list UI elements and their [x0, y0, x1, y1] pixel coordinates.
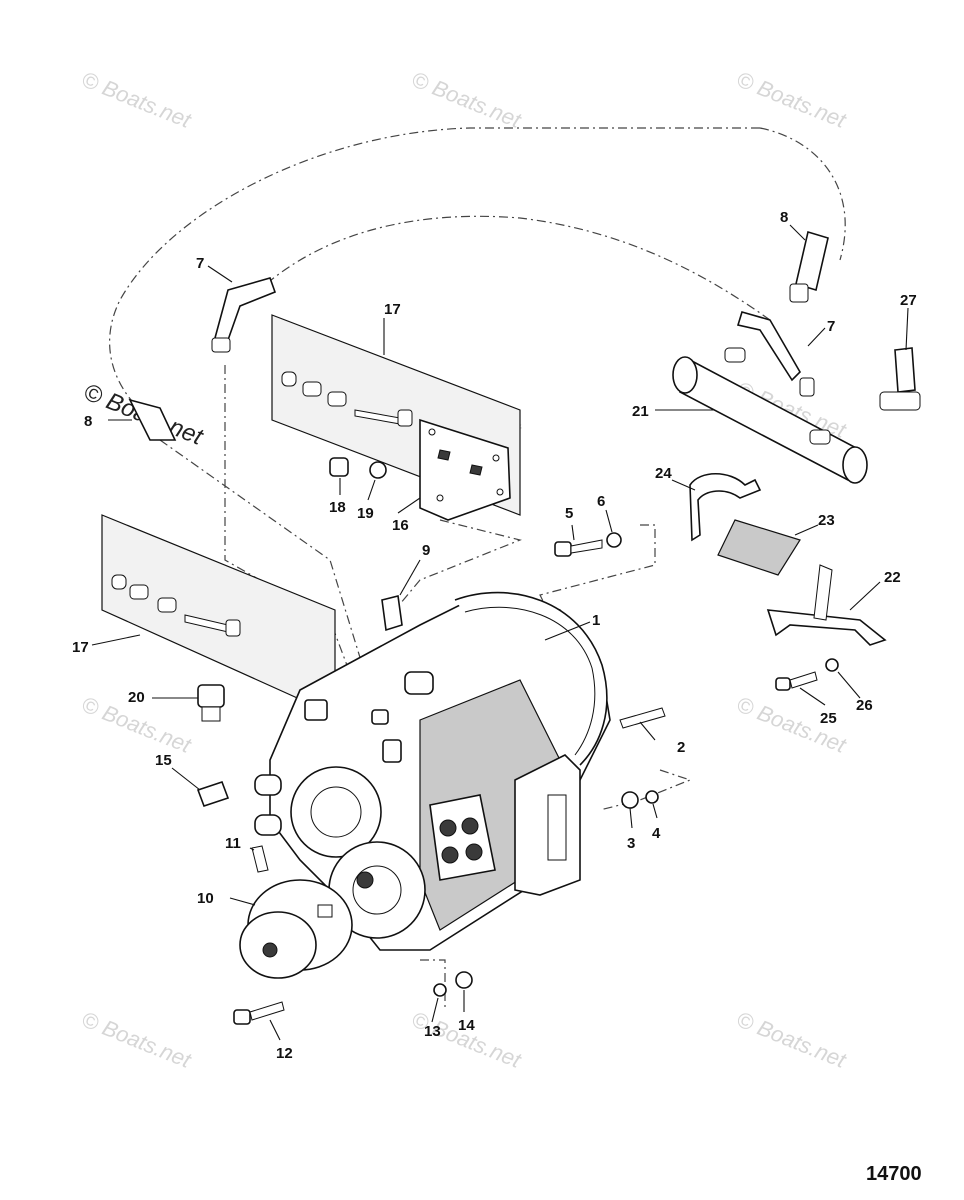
callout-19: 19	[357, 505, 374, 522]
callout-11: 11	[225, 835, 241, 852]
output-coupler	[239, 879, 353, 979]
callout-12: 12	[276, 1045, 293, 1062]
callout-13: 13	[424, 1023, 441, 1040]
callout-10: 10	[197, 890, 214, 907]
callout-14: 14	[458, 1017, 475, 1034]
callout-7-right: 7	[827, 318, 835, 335]
callout-16: 16	[392, 517, 409, 534]
gasket-plate	[419, 418, 511, 521]
small-parts	[196, 347, 921, 1025]
hose-fittings	[128, 230, 829, 441]
callout-7-left: 7	[196, 255, 204, 272]
watermark: © Boats.net	[733, 1006, 850, 1073]
watermark: © Boats.net	[78, 66, 195, 133]
watermark: © Boats.net	[78, 1006, 195, 1073]
callout-2: 2	[677, 739, 685, 756]
callout-20: 20	[128, 689, 145, 706]
callout-15: 15	[155, 752, 172, 769]
callout-24: 24	[655, 465, 672, 482]
callout-17-lower: 17	[72, 639, 89, 656]
transmission-housing	[254, 591, 611, 951]
leader-lines	[91, 224, 909, 1041]
callout-9: 9	[422, 542, 430, 559]
figure-number: 14700	[866, 1163, 922, 1185]
callout-23: 23	[818, 512, 835, 529]
callout-5: 5	[565, 505, 573, 522]
callout-17-upper: 17	[384, 301, 401, 318]
callout-26: 26	[856, 697, 873, 714]
callout-22: 22	[884, 569, 901, 586]
callout-21: 21	[632, 403, 649, 420]
callout-1: 1	[592, 612, 600, 629]
callout-3: 3	[627, 835, 635, 852]
callout-4: 4	[652, 825, 661, 842]
callout-6: 6	[597, 493, 605, 510]
oil-cooler	[672, 347, 868, 484]
watermark: © Boats.net	[733, 66, 850, 133]
callout-27: 27	[900, 292, 917, 309]
callout-8-left: 8	[84, 413, 92, 430]
callout-8-right: 8	[780, 209, 788, 226]
watermark: © Boats.net	[408, 66, 525, 133]
callout-18: 18	[329, 499, 346, 516]
callouts: 1 2 3 4 5 6 7 7 8 8 9 10 11 12 13 14 15 …	[72, 209, 917, 1062]
callout-25: 25	[820, 710, 837, 727]
